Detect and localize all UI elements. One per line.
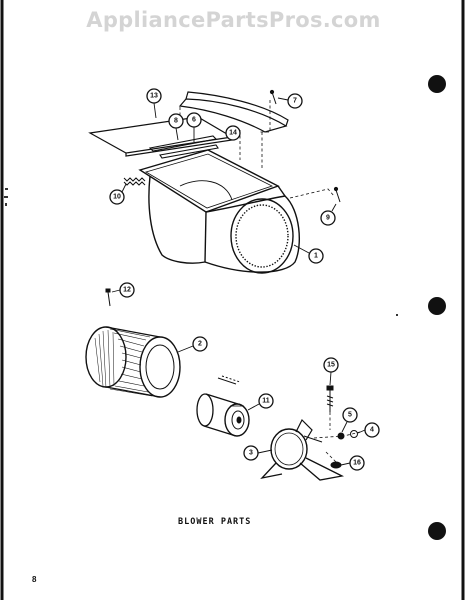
callout-9-upper-label: 9 — [326, 215, 330, 222]
binder-hole-middle — [428, 297, 446, 315]
callout-2-label: 2 — [198, 341, 202, 348]
callout-13: 13 — [146, 88, 162, 119]
callout-3: 3 — [243, 445, 273, 461]
callout-13-label: 13 — [150, 93, 158, 100]
callout-11-label: 11 — [262, 398, 270, 405]
binder-hole-bottom — [428, 522, 446, 540]
scan-specks — [4, 188, 398, 316]
callout-15-label: 15 — [327, 362, 335, 369]
set-screw — [105, 288, 111, 307]
callout-3-label: 3 — [249, 450, 253, 457]
motor — [196, 393, 250, 437]
callout-14-label: 14 — [229, 130, 237, 137]
callout-7-label: 7 — [293, 98, 297, 105]
motor-wires — [217, 375, 241, 385]
callout-16: 16 — [340, 455, 365, 471]
mounting-bolt — [326, 385, 334, 412]
page-number: 8 — [32, 575, 37, 584]
callout-15: 15 — [323, 357, 339, 386]
blower-wheel — [85, 326, 181, 398]
leader-lines-upper — [179, 100, 335, 199]
callout-2: 2 — [177, 336, 208, 353]
callout-12-label: 12 — [123, 287, 131, 294]
leader-lines-lower — [313, 412, 361, 463]
callout-10-label: 10 — [113, 194, 121, 201]
callout-8-upper: 8 — [168, 113, 184, 141]
callout-1: 1 — [293, 244, 324, 264]
grommet — [330, 461, 342, 469]
motor-mount — [260, 418, 345, 481]
callout-16-label: 16 — [353, 460, 361, 467]
callout-8-upper-label: 8 — [174, 118, 178, 125]
spring-clip — [123, 177, 146, 186]
callout-6: 6 — [186, 112, 202, 142]
callout-14: 14 — [225, 125, 241, 141]
callout-5-label: 5 — [348, 412, 352, 419]
callout-1-label: 1 — [314, 253, 318, 260]
callout-7: 7 — [277, 93, 303, 109]
callout-12: 12 — [111, 282, 135, 298]
callout-9-upper: 9 — [320, 203, 337, 226]
diagram-caption: BLOWER PARTS — [178, 517, 252, 527]
blower-housing — [138, 149, 300, 274]
callout-4: 4 — [357, 422, 380, 438]
callout-11: 11 — [247, 393, 274, 411]
callout-4-label: 4 — [370, 427, 374, 434]
cutoff-plate — [178, 91, 289, 133]
binder-hole-top — [428, 75, 446, 93]
housing-screws — [269, 89, 341, 203]
mounting-strips — [148, 135, 219, 159]
watermark: AppliancePartsPros.com — [86, 8, 381, 32]
callout-6-label: 6 — [192, 117, 196, 124]
callout-10: 10 — [109, 183, 127, 205]
callout-5: 5 — [341, 407, 358, 433]
